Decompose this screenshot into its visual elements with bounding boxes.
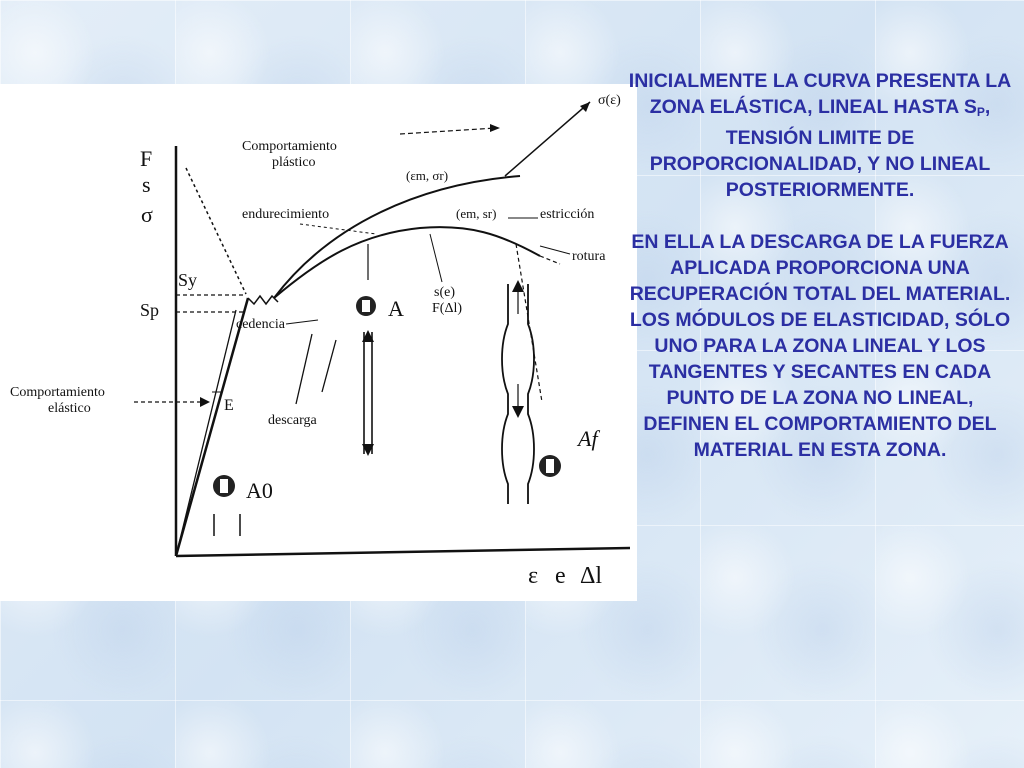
endurecimiento-dashed — [299, 223, 377, 235]
paragraph-1-part-a: INICIALMENTE LA CURVA PRESENTA LA ZONA E… — [628, 70, 1012, 118]
Af-arrowhead-up — [512, 280, 524, 292]
e-s-r-label: (em, sr) — [456, 206, 496, 221]
x-label-e: e — [555, 563, 566, 589]
endurecimiento-label: endurecimiento — [242, 207, 329, 222]
elastic-arrowhead — [200, 397, 210, 407]
dashed-right-upper — [539, 255, 561, 265]
plastic-arrowhead — [490, 124, 500, 132]
y-label-sigma: σ — [141, 202, 153, 227]
A0-label: A0 — [246, 478, 273, 503]
sp-label: Sp — [140, 300, 159, 320]
y-label-s: s — [142, 172, 151, 197]
plastic-dotted-diagonal — [185, 167, 247, 295]
f-dl-label: F(Δl) — [432, 301, 462, 316]
Af-label: Af — [576, 426, 600, 451]
paragraph-2: EN ELLA LA DESCARGA DE LA FUERZA APLICAD… — [629, 231, 1011, 461]
plastic-dashed-arrow — [399, 127, 497, 135]
sigma-eps-arrow — [504, 101, 591, 177]
cedencia-label: cedencia — [236, 317, 286, 332]
elastic-line-2 — [175, 309, 237, 557]
paragraph-1-subscript: P — [976, 105, 985, 119]
estriccion-label: estricción — [540, 207, 594, 222]
sigma-eps-arrowhead — [580, 102, 590, 112]
elastic-label-line1: Comportamiento — [10, 385, 105, 400]
plastic-label-line1: Comportamiento — [242, 139, 337, 154]
descarga-arrow-1 — [295, 333, 313, 405]
s-e-arrow — [429, 233, 443, 283]
specimen-A-mark — [362, 300, 370, 312]
paragraph-1: INICIALMENTE LA CURVA PRESENTA LA ZONA E… — [624, 68, 1016, 203]
specimen-A0-mark — [220, 479, 228, 493]
sy-label: Sy — [178, 270, 197, 290]
engineering-stress-curve — [273, 226, 541, 299]
A-arrowhead-up — [362, 330, 374, 342]
specimen-Af-mark — [546, 459, 554, 473]
rotura-label: rotura — [572, 249, 606, 264]
descarga-label: descarga — [268, 413, 317, 428]
descarga-arrow-2 — [321, 339, 337, 393]
stress-strain-figure: F s σ ε e Δl σ(ε) Sy Sp cedencia Comport… — [0, 84, 637, 601]
cedencia-arrow — [285, 319, 319, 325]
plastic-label-line2: plástico — [272, 155, 316, 170]
elastic-label-line2: elástico — [48, 401, 91, 416]
explanation-text: INICIALMENTE LA CURVA PRESENTA LA ZONA E… — [624, 68, 1016, 463]
x-label-delta-l: Δl — [580, 563, 602, 589]
sigma-eps-label: σ(ε) — [598, 93, 621, 108]
y-label-F: F — [140, 146, 152, 171]
x-axis — [175, 546, 631, 558]
s-e-label: s(e) — [434, 285, 455, 300]
A-arrowhead-down — [362, 444, 374, 456]
dashed-right-lower — [515, 243, 543, 403]
cedencia-zigzag — [247, 294, 279, 306]
elastic-line — [174, 297, 250, 557]
eps-sigma-r-label: (εm, σr) — [406, 168, 448, 183]
A-label: A — [388, 296, 404, 321]
specimen-Af-shape — [501, 284, 535, 504]
paragraph-1-part-b: , TENSIÓN LIMITE DE PROPORCIONALIDAD, Y … — [649, 96, 991, 201]
rotura-arrow — [539, 245, 571, 255]
Af-arrowhead-down — [512, 406, 524, 418]
E-label: E — [224, 397, 234, 414]
stress-strain-diagram: F s σ ε e Δl σ(ε) Sy Sp cedencia Comport… — [10, 93, 631, 589]
x-label-epsilon: ε — [528, 563, 538, 589]
true-stress-curve — [273, 175, 521, 299]
